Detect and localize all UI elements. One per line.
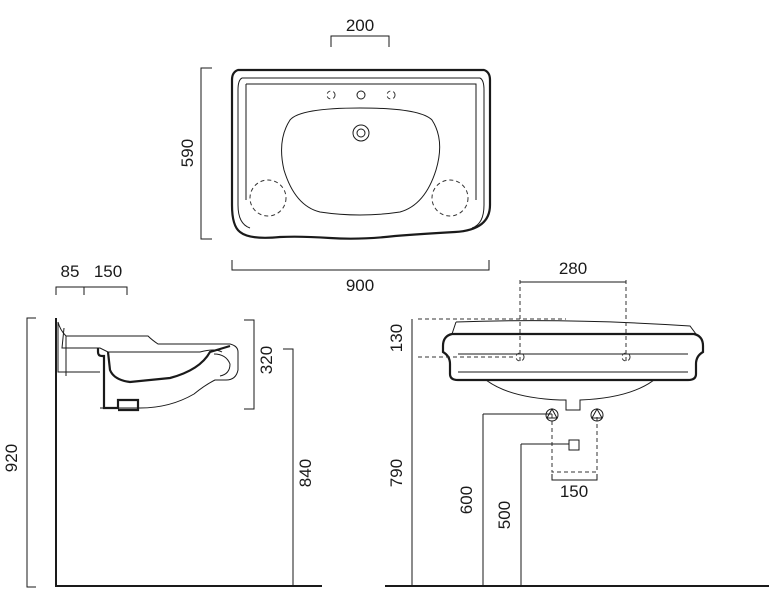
bowl-underside	[485, 379, 655, 411]
tap-hole-left	[326, 90, 336, 100]
drain-hole	[352, 124, 370, 142]
basin-profile-side	[57, 321, 239, 409]
basin-outline-top	[230, 68, 492, 240]
tap-hole-right	[386, 90, 396, 100]
soap-dish-right	[431, 179, 469, 217]
bowl-outline	[281, 107, 441, 216]
side-view: 85 150 920 320 840	[2, 262, 322, 588]
dimension-150-front: 150	[560, 482, 588, 501]
dimension-200: 200	[346, 16, 374, 35]
supply-ring-right	[590, 408, 604, 422]
dimension-150-side: 150	[94, 262, 122, 281]
top-view: 200 590 900	[178, 16, 492, 295]
dimension-500: 500	[495, 501, 514, 529]
dimension-840: 840	[296, 459, 315, 487]
bracket-hole-left	[515, 352, 525, 362]
supply-valve-left	[546, 407, 558, 419]
soap-dish-left	[249, 179, 287, 217]
tap-hole-center	[356, 90, 366, 100]
dimension-280: 280	[559, 259, 587, 278]
dimension-130: 130	[387, 324, 406, 352]
dimension-900: 900	[346, 276, 374, 295]
dimension-790: 790	[387, 459, 406, 487]
dimension-600: 600	[457, 486, 476, 514]
dimension-320: 320	[257, 346, 276, 374]
supply-valve-right	[591, 407, 603, 419]
bracket-hole-right	[621, 352, 631, 362]
dimension-590: 590	[178, 139, 197, 167]
front-view: 280 130 790 150 600 500	[385, 259, 769, 587]
supply-ring-left	[545, 408, 559, 422]
dimension-920: 920	[2, 444, 21, 472]
waste-outlet	[568, 439, 580, 451]
dimension-85: 85	[61, 262, 80, 281]
basin-front	[441, 332, 705, 382]
